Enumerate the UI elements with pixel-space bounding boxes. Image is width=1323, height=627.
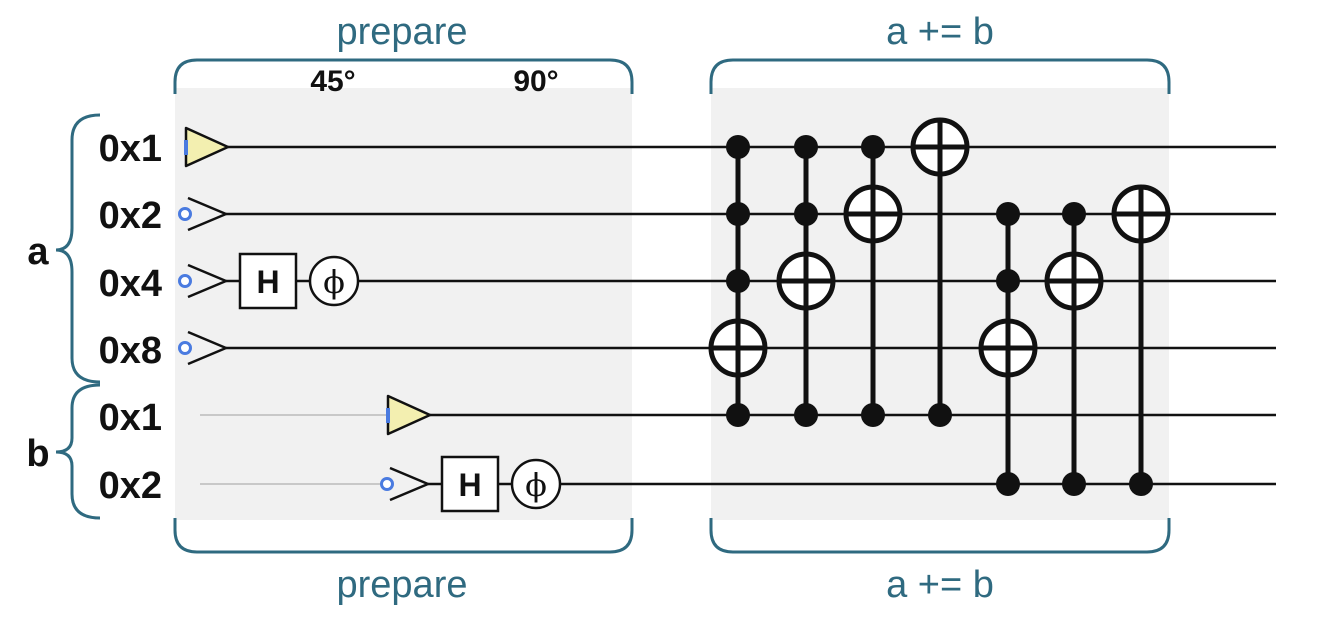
hadamard-gate-a-0x4: H [238,252,298,310]
target-oplus-icon [1044,251,1104,311]
hadamard-gate-label: H [256,264,279,300]
target-oplus-icon [1111,184,1171,244]
cnot-gate-3 [843,135,903,427]
angle-45-label: 45° [310,65,355,98]
qubit-label-a-0x8: 0x8 [99,330,162,372]
control-dot-icon [996,269,1020,293]
control-dot-icon [726,403,750,427]
control-dot-icon [794,403,818,427]
init-zero-icon-a-0x4 [178,263,228,299]
hadamard-gate-label: H [458,467,481,503]
control-dot-icon [726,202,750,226]
cnot-gate-7 [1111,184,1171,496]
control-dot-icon [996,202,1020,226]
angle-90-label: 90° [513,65,558,98]
prepare-bottom-bracket [173,518,634,554]
prepare-top-label: prepare [337,11,468,53]
cnot-gate-6 [1044,202,1104,496]
register-b-brace [55,383,101,520]
phase-gate-label: ϕ [525,466,547,504]
qubit-label-b-0x2: 0x2 [99,465,162,507]
hadamard-gate-b-0x2: H [440,455,500,513]
target-oplus-icon [708,318,768,378]
cnot-gate-1 [708,135,768,427]
add-top-bracket [709,58,1171,94]
init-zero-icon-a-0x2 [178,196,228,232]
control-dot-icon [1129,472,1153,496]
qubit-label-a-0x1: 0x1 [99,128,162,170]
add-bottom-bracket [709,518,1171,554]
phase-gate-a-0x4: ϕ [308,255,360,307]
phase-gate-label: ϕ [323,263,345,301]
target-oplus-icon [910,117,970,177]
control-dot-icon [861,403,885,427]
init-zero-icon-b-0x2 [380,466,430,502]
qubit-label-a-0x2: 0x2 [99,195,162,237]
init-zero-icon-a-0x8 [178,330,228,366]
register-a-brace [55,113,101,384]
register-a-label: a [27,231,49,273]
control-dot-icon [794,135,818,159]
target-oplus-icon [978,318,1038,378]
cnot-gate-4 [910,117,970,427]
target-oplus-icon [776,251,836,311]
init-one-icon-a-0x1 [184,126,230,168]
control-dot-icon [996,472,1020,496]
prepare-top-bracket [173,58,634,94]
register-b-label: b [26,433,49,475]
cnot-gate-5 [978,202,1038,496]
control-dot-icon [1062,202,1086,226]
qubit-label-a-0x4: 0x4 [99,263,162,305]
control-dot-icon [726,135,750,159]
qubit-label-b-0x1: 0x1 [99,397,162,439]
control-dot-icon [794,202,818,226]
cnot-gate-2 [776,135,836,427]
add-bottom-label: a += b [886,564,994,606]
add-top-label: a += b [886,11,994,53]
prepare-bottom-label: prepare [337,564,468,606]
control-dot-icon [1062,472,1086,496]
target-oplus-icon [843,184,903,244]
control-dot-icon [726,269,750,293]
control-dot-icon [861,135,885,159]
phase-gate-b-0x2: ϕ [510,458,562,510]
control-dot-icon [928,403,952,427]
init-one-icon-b-0x1 [386,394,432,436]
